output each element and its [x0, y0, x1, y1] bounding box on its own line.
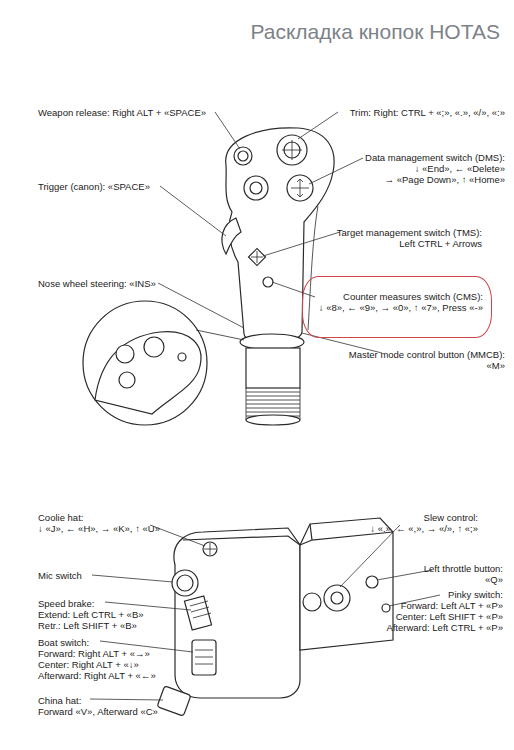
throttle-left-body — [174, 528, 300, 698]
base-cylinder — [246, 348, 300, 388]
callout-label: Data management switch (DMS): — [365, 152, 505, 163]
callout-label: Center: Left SHIFT + «P» — [396, 611, 503, 622]
leader-line — [272, 282, 315, 297]
leader-line — [309, 158, 363, 184]
box-text: Counter measures switch (CMS): — [307, 291, 483, 302]
slew-control — [324, 585, 350, 611]
callout-label: Forward «V», Afterward «C» — [38, 706, 158, 717]
callout-label: Slew control: — [424, 512, 478, 523]
pinky-switch — [382, 604, 390, 612]
coolie-cross — [204, 543, 216, 555]
speed-brake-grooves — [190, 601, 211, 618]
dms-hat — [287, 175, 313, 201]
callout-label: Extend: Left CTRL + «B» — [38, 609, 144, 620]
highlight-box: Counter measures switch (CMS):↓ «8», ← «… — [302, 276, 492, 338]
trigger — [222, 218, 241, 254]
inset-button — [144, 337, 164, 357]
callout-label: Forward: Right ALT + «→» — [38, 648, 150, 659]
callout-label: Left throttle button: — [424, 563, 503, 574]
grip-body — [226, 128, 334, 344]
callout-label: ↓ «J», ← «H», → «K», ↑ «U» — [38, 523, 160, 534]
coolie-hat — [203, 542, 217, 556]
base-bottom — [246, 415, 300, 425]
callout-label: ↓ «.», ← «,», → «/», ↑ «;» — [370, 523, 478, 534]
weapon-release-button — [234, 147, 252, 165]
leader-line — [105, 602, 191, 610]
callout-label: Coolie hat: — [38, 512, 83, 523]
callout-label: Afterward: Right ALT + «←» — [38, 670, 156, 681]
mic-switch-inner — [177, 575, 193, 591]
callout-label: «M» — [487, 360, 505, 371]
callout-label: Center: Right ALT + «↓» — [38, 659, 139, 670]
leader-line — [377, 570, 432, 580]
speed-brake — [184, 596, 211, 630]
tms-hat — [249, 249, 266, 266]
inset-circle — [83, 301, 207, 425]
callout-label: Afterward: Left CTRL + «P» — [386, 622, 503, 633]
callout-label: Retr.: Left SHIFT + «B» — [38, 620, 137, 631]
leader-line — [215, 112, 240, 149]
weapon-release-inner — [238, 151, 248, 161]
trim-hat — [277, 135, 307, 165]
leader-line — [263, 232, 340, 256]
mic-switch — [172, 570, 198, 596]
callout-label: Left CTRL + Arrows — [399, 238, 482, 249]
throttle-knob — [303, 593, 321, 611]
callout-label: → «Page Down», ↑ «Home» — [385, 174, 505, 185]
callout-label: Trigger (canon): «SPACE» — [38, 181, 150, 192]
leader-line — [92, 575, 173, 582]
throttle-left-top — [183, 536, 300, 545]
cms-hat — [263, 277, 273, 287]
inset-view — [83, 301, 244, 425]
grip-button — [244, 176, 268, 200]
callout-label: Weapon release: Right ALT + «SPACE» — [38, 107, 206, 118]
callout-label: Boat switch: — [38, 637, 89, 648]
inset-leader — [196, 330, 244, 340]
trim-hat-cross — [282, 140, 302, 160]
callout-label: Pinky switch: — [448, 589, 503, 600]
boat-grooves — [195, 650, 213, 664]
leader-line — [90, 699, 163, 700]
callout-label: Nose wheel steering: «INS» — [38, 278, 156, 289]
leader-line — [160, 186, 226, 236]
callout-label: ↓ «End», ← «Delete» — [415, 163, 505, 174]
china-hat — [157, 686, 191, 716]
page-title: Раскладка кнопок HOTAS — [250, 20, 500, 44]
tms-cross — [251, 251, 263, 263]
throttle-drawing — [157, 518, 393, 716]
leader-line — [298, 112, 338, 139]
callout-label: «Q» — [485, 574, 503, 585]
grip-button-inner — [250, 182, 262, 194]
leader-line — [158, 283, 244, 328]
callout-label: Master mode control button (MMCB): — [349, 349, 505, 360]
grip-shade — [308, 206, 318, 330]
callout-label: Trim: Right: CTRL + «;», «.», «/», «:» — [350, 107, 505, 118]
left-throttle-button — [366, 576, 378, 588]
inset-grip — [95, 332, 201, 414]
inset-button — [116, 345, 134, 363]
dms-arrows — [291, 179, 309, 197]
box-text: ↓ «8», ← «9», → «0», ↑ «7», Press «-» — [307, 302, 483, 313]
callout-label: Forward: Left ALT + «P» — [401, 600, 503, 611]
callout-label: Mic switch — [38, 570, 82, 581]
callout-label: Target management switch (TMS): — [337, 227, 482, 238]
callout-label: Speed brake: — [38, 598, 95, 609]
inset-button — [178, 353, 186, 361]
callout-label: China hat: — [38, 695, 81, 706]
slew-control-inner — [331, 592, 343, 604]
throttle-right-body — [300, 518, 393, 650]
boat-switch — [192, 640, 216, 675]
inset-button — [119, 372, 135, 388]
